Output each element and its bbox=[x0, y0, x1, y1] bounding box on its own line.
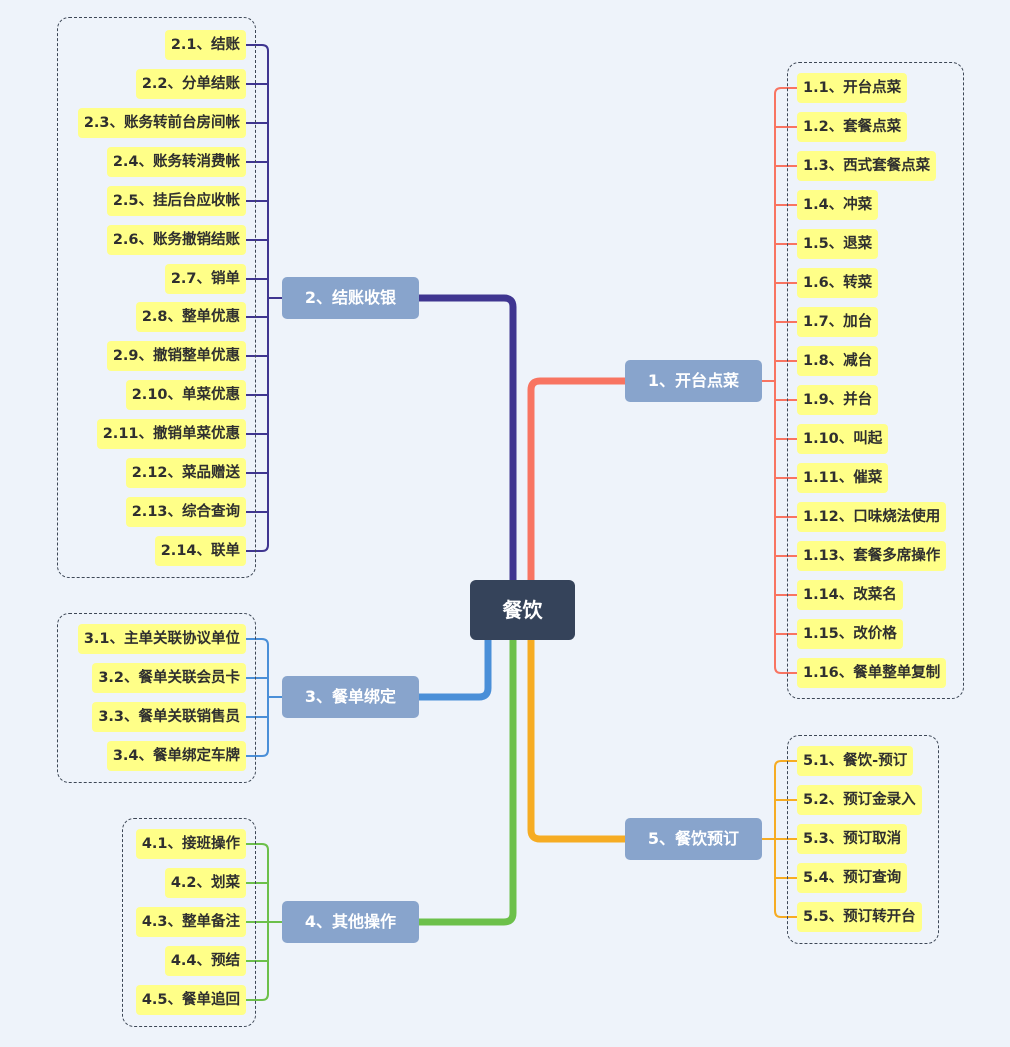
leaf-b1-6[interactable]: 1.6、转菜 bbox=[797, 268, 879, 298]
main-connector-b4 bbox=[415, 636, 517, 926]
leaf-b3-4[interactable]: 3.4、餐单绑定车牌 bbox=[106, 741, 246, 771]
leaf-b4-4[interactable]: 4.4、预结 bbox=[164, 946, 246, 976]
leaf-b3-2[interactable]: 3.2、餐单关联会员卡 bbox=[92, 663, 246, 693]
group-box-b4 bbox=[122, 818, 256, 1027]
leaf-b3-1[interactable]: 3.1、主单关联协议单位 bbox=[77, 624, 246, 654]
leaf-b2-7[interactable]: 2.7、销单 bbox=[164, 264, 246, 294]
leaf-b2-13[interactable]: 2.13、综合查询 bbox=[125, 497, 246, 527]
main-connector-b5 bbox=[527, 636, 629, 843]
leaf-b1-2[interactable]: 1.2、套餐点菜 bbox=[797, 112, 908, 142]
leaf-connector-b1-16 bbox=[774, 666, 798, 674]
leaf-b1-9[interactable]: 1.9、并台 bbox=[797, 385, 879, 415]
leaf-b4-3[interactable]: 4.3、整单备注 bbox=[135, 907, 246, 937]
leaf-connector-b3-1 bbox=[245, 638, 269, 646]
leaf-b2-11[interactable]: 2.11、撤销单菜优惠 bbox=[96, 419, 246, 449]
leaf-b1-8[interactable]: 1.8、减台 bbox=[797, 346, 879, 376]
leaf-b1-15[interactable]: 1.15、改价格 bbox=[797, 619, 903, 649]
main-connector-b2 bbox=[415, 294, 517, 584]
group-box-b5 bbox=[787, 735, 939, 944]
branch-node-b4[interactable]: 4、其他操作 bbox=[282, 901, 419, 943]
leaf-connector-b2-14 bbox=[245, 544, 269, 552]
leaf-b5-3[interactable]: 5.3、预订取消 bbox=[797, 824, 908, 854]
leaf-connector-b5-5 bbox=[774, 910, 798, 918]
leaf-b2-3[interactable]: 2.3、账务转前台房间帐 bbox=[77, 108, 246, 138]
branch-node-b2[interactable]: 2、结账收银 bbox=[282, 277, 419, 319]
leaf-connector-b3-4 bbox=[245, 749, 269, 757]
leaf-connector-b1-1 bbox=[774, 87, 798, 95]
leaf-b1-11[interactable]: 1.11、催菜 bbox=[797, 463, 889, 493]
branch-node-b5[interactable]: 5、餐饮预订 bbox=[625, 818, 762, 860]
root-node[interactable]: 餐饮 bbox=[470, 580, 575, 640]
leaf-b1-13[interactable]: 1.13、套餐多席操作 bbox=[797, 541, 947, 571]
leaf-b1-16[interactable]: 1.16、餐单整单复制 bbox=[797, 658, 947, 688]
leaf-b2-8[interactable]: 2.8、整单优惠 bbox=[135, 302, 246, 332]
leaf-b5-2[interactable]: 5.2、预订金录入 bbox=[797, 785, 922, 815]
leaf-b2-6[interactable]: 2.6、账务撤销结账 bbox=[106, 225, 246, 255]
leaf-b1-10[interactable]: 1.10、叫起 bbox=[797, 424, 889, 454]
main-connector-b3 bbox=[415, 636, 492, 701]
leaf-b4-2[interactable]: 4.2、划菜 bbox=[164, 868, 246, 898]
group-box-b3 bbox=[57, 613, 256, 783]
leaf-b2-9[interactable]: 2.9、撤销整单优惠 bbox=[106, 341, 246, 371]
leaf-connector-b5-1 bbox=[774, 760, 798, 768]
branch-node-b3[interactable]: 3、餐单绑定 bbox=[282, 676, 419, 718]
leaf-b5-4[interactable]: 5.4、预订查询 bbox=[797, 863, 908, 893]
leaf-b2-1[interactable]: 2.1、结账 bbox=[164, 30, 246, 60]
leaf-b1-12[interactable]: 1.12、口味烧法使用 bbox=[797, 502, 947, 532]
leaf-b1-1[interactable]: 1.1、开台点菜 bbox=[797, 73, 908, 103]
leaf-connector-b2-1 bbox=[245, 44, 269, 52]
group-box-b2 bbox=[57, 17, 256, 578]
leaf-b1-4[interactable]: 1.4、冲菜 bbox=[797, 190, 879, 220]
leaf-b1-3[interactable]: 1.3、西式套餐点菜 bbox=[797, 151, 937, 181]
branch-node-b1[interactable]: 1、开台点菜 bbox=[625, 360, 762, 402]
leaf-b2-5[interactable]: 2.5、挂后台应收帐 bbox=[106, 186, 246, 216]
leaf-connector-b4-1 bbox=[245, 843, 269, 851]
leaf-b1-5[interactable]: 1.5、退菜 bbox=[797, 229, 879, 259]
leaf-b5-5[interactable]: 5.5、预订转开台 bbox=[797, 902, 922, 932]
group-box-b1 bbox=[787, 62, 964, 699]
leaf-b4-1[interactable]: 4.1、接班操作 bbox=[135, 829, 246, 859]
leaf-b2-12[interactable]: 2.12、菜品赠送 bbox=[125, 458, 246, 488]
leaf-b4-5[interactable]: 4.5、餐单追回 bbox=[135, 985, 246, 1015]
leaf-b2-2[interactable]: 2.2、分单结账 bbox=[135, 69, 246, 99]
leaf-connector-b4-5 bbox=[245, 993, 269, 1001]
leaf-b5-1[interactable]: 5.1、餐饮-预订 bbox=[797, 746, 914, 776]
leaf-b1-14[interactable]: 1.14、改菜名 bbox=[797, 580, 903, 610]
leaf-b2-4[interactable]: 2.4、账务转消费帐 bbox=[106, 147, 246, 177]
leaf-b3-3[interactable]: 3.3、餐单关联销售员 bbox=[92, 702, 246, 732]
leaf-b1-7[interactable]: 1.7、加台 bbox=[797, 307, 879, 337]
leaf-b2-14[interactable]: 2.14、联单 bbox=[154, 536, 246, 566]
main-connector-b1 bbox=[527, 377, 629, 584]
leaf-b2-10[interactable]: 2.10、单菜优惠 bbox=[125, 380, 246, 410]
